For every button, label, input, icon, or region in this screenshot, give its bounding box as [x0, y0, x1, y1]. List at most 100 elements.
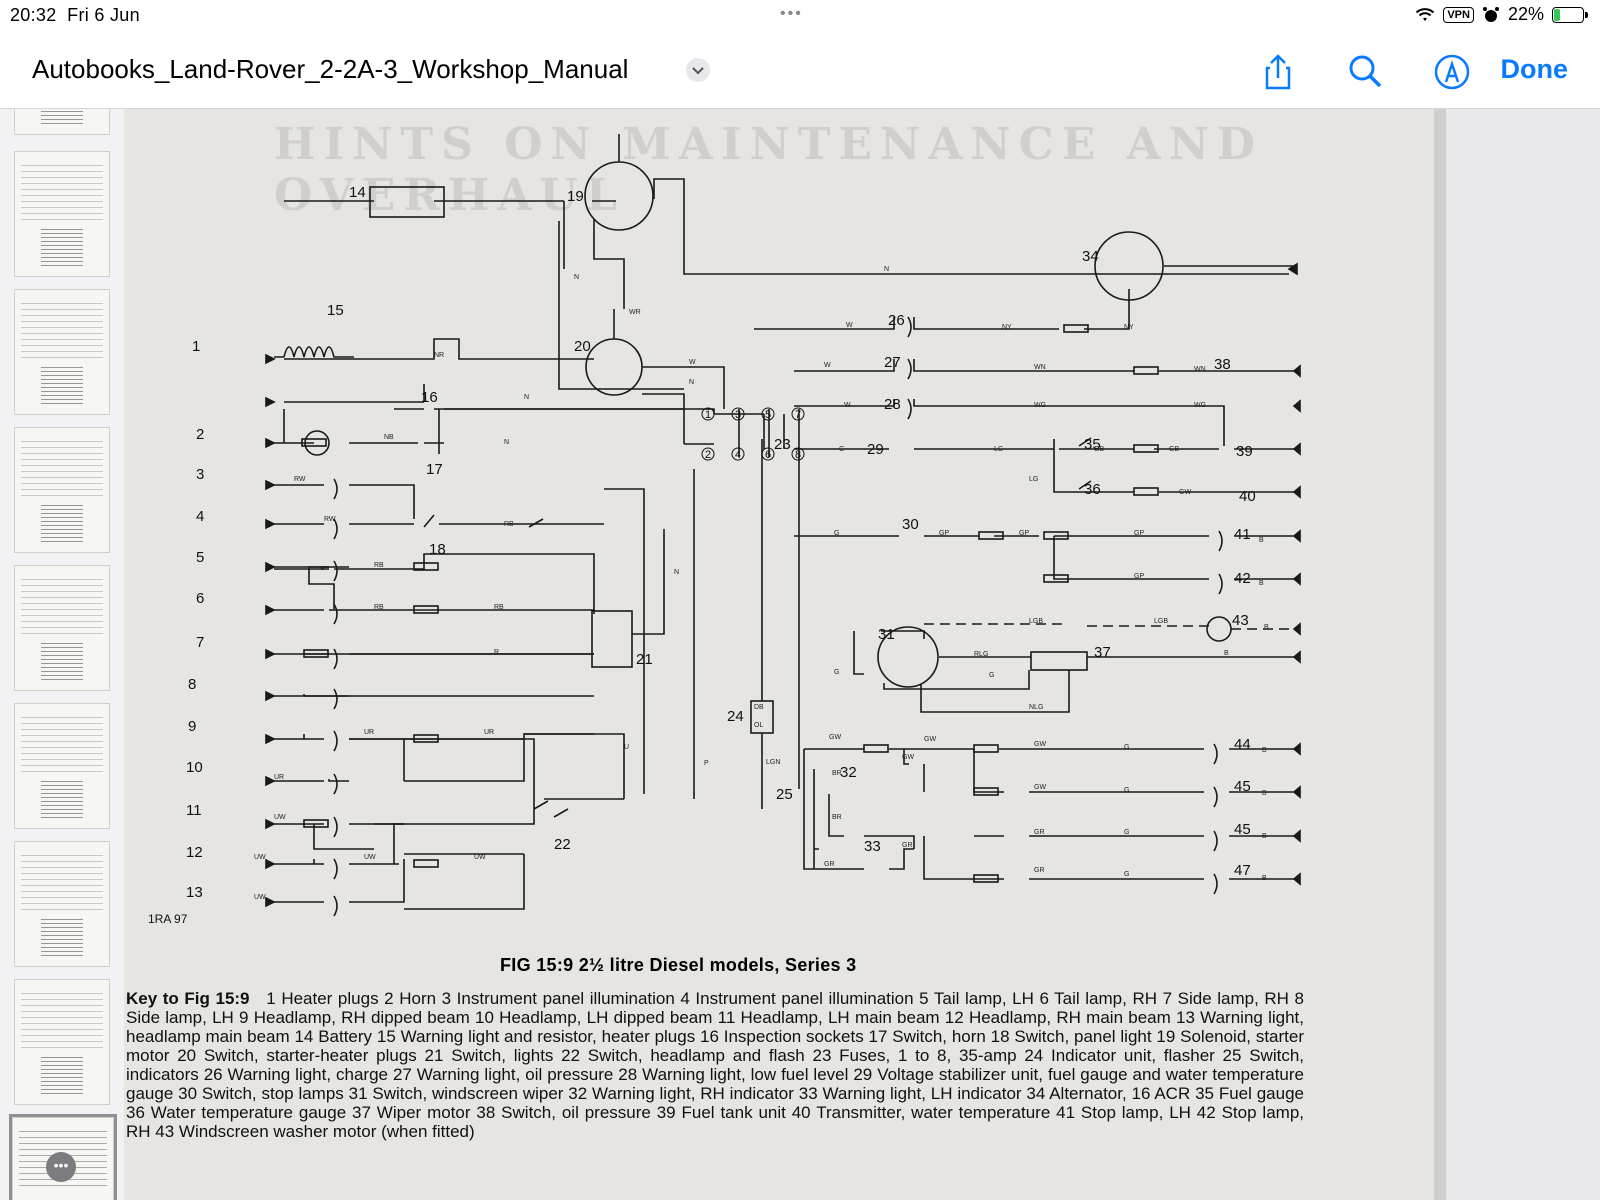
- svg-text:22: 22: [554, 836, 571, 853]
- figure-caption: FIG 15:9 2½ litre Diesel models, Series …: [500, 955, 857, 975]
- page-thumbnail-selected[interactable]: [9, 1114, 117, 1200]
- svg-text:WG: WG: [1034, 402, 1046, 409]
- svg-text:19: 19: [567, 188, 584, 205]
- page-thumbnail[interactable]: [14, 151, 110, 277]
- svg-text:25: 25: [776, 786, 793, 803]
- svg-text:38: 38: [1214, 356, 1231, 373]
- svg-text:15: 15: [327, 302, 344, 319]
- svg-text:45: 45: [1234, 821, 1251, 838]
- svg-text:30: 30: [902, 516, 919, 533]
- svg-text:47: 47: [1234, 862, 1251, 879]
- svg-text:N: N: [524, 394, 529, 401]
- svg-text:G: G: [839, 446, 844, 453]
- svg-text:44: 44: [1234, 736, 1251, 753]
- svg-text:W: W: [846, 322, 853, 329]
- svg-text:GW: GW: [1034, 784, 1046, 791]
- svg-text:12: 12: [186, 844, 203, 861]
- page-thumbnail[interactable]: [14, 565, 110, 691]
- svg-text:27: 27: [884, 354, 901, 371]
- svg-text:1: 1: [192, 338, 200, 355]
- svg-text:LGB: LGB: [1029, 618, 1043, 625]
- svg-text:LG: LG: [1029, 476, 1038, 483]
- svg-text:RB: RB: [504, 521, 514, 528]
- svg-text:RB: RB: [494, 604, 504, 611]
- page-thumbnail-sidebar[interactable]: [0, 109, 124, 1200]
- status-bar: 20:32 Fri 6 Jun ••• VPN 22%: [0, 0, 1600, 34]
- svg-text:W: W: [689, 359, 696, 366]
- multitasking-dots-icon[interactable]: •••: [780, 5, 803, 22]
- svg-text:N: N: [689, 379, 694, 386]
- svg-text:18: 18: [429, 541, 446, 558]
- svg-text:5: 5: [196, 549, 204, 566]
- page-thumbnail[interactable]: [14, 289, 110, 415]
- svg-text:GB: GB: [1094, 446, 1104, 453]
- svg-text:NR: NR: [434, 352, 444, 359]
- search-icon[interactable]: [1345, 52, 1385, 92]
- page-thumbnail[interactable]: [14, 109, 110, 135]
- svg-text:4: 4: [735, 449, 741, 461]
- svg-text:GB: GB: [1169, 446, 1179, 453]
- svg-text:24: 24: [727, 708, 744, 725]
- done-button[interactable]: Done: [1500, 54, 1569, 84]
- svg-text:B: B: [1262, 790, 1267, 797]
- svg-text:21: 21: [636, 651, 653, 668]
- svg-text:GR: GR: [1034, 829, 1045, 836]
- svg-text:2: 2: [705, 449, 711, 461]
- page-thumbnail[interactable]: [14, 703, 110, 829]
- svg-text:G: G: [989, 672, 994, 679]
- svg-text:UW: UW: [474, 854, 486, 861]
- status-indicators: VPN 22%: [1415, 4, 1588, 25]
- svg-text:40: 40: [1239, 488, 1256, 505]
- wifi-icon: [1416, 7, 1435, 21]
- svg-text:DB: DB: [754, 704, 764, 711]
- svg-text:BR: BR: [832, 770, 842, 777]
- svg-text:13: 13: [186, 884, 203, 901]
- svg-text:B: B: [1264, 624, 1269, 631]
- svg-text:B: B: [1262, 747, 1267, 754]
- battery-icon: [1552, 6, 1588, 23]
- svg-text:29: 29: [867, 441, 884, 458]
- document-title[interactable]: Autobooks_Land-Rover_2-2A-3_Workshop_Man…: [32, 54, 629, 84]
- svg-text:N: N: [574, 274, 579, 281]
- page-thumbnail[interactable]: [14, 841, 110, 967]
- svg-text:26: 26: [888, 312, 905, 329]
- svg-text:N: N: [504, 439, 509, 446]
- vpn-badge: VPN: [1443, 6, 1474, 23]
- battery-level: [1554, 8, 1560, 21]
- svg-text:20: 20: [574, 338, 591, 355]
- svg-text:9: 9: [188, 718, 196, 735]
- alarm-icon: [1482, 6, 1499, 22]
- document-viewer[interactable]: HINTS ON MAINTENANCE AND OVERHAUL: [124, 109, 1600, 1200]
- page-thumbnail[interactable]: [14, 427, 110, 553]
- svg-text:R: R: [494, 649, 499, 656]
- figure-key: Key to Fig 15:9 1 Heater plugs 2 Horn 3 …: [126, 989, 1304, 1141]
- svg-text:G: G: [1124, 787, 1129, 794]
- svg-text:45: 45: [1234, 778, 1251, 795]
- svg-text:8: 8: [795, 449, 801, 461]
- svg-text:5: 5: [765, 409, 771, 421]
- share-icon[interactable]: [1258, 52, 1298, 92]
- svg-text:RB: RB: [374, 604, 384, 611]
- svg-text:11: 11: [186, 802, 202, 819]
- svg-text:P: P: [704, 760, 709, 767]
- svg-text:GR: GR: [1034, 867, 1045, 874]
- svg-text:41: 41: [1234, 526, 1251, 543]
- svg-text:43: 43: [1232, 612, 1249, 629]
- svg-text:6: 6: [765, 449, 771, 461]
- svg-text:G: G: [1124, 871, 1129, 878]
- chevron-down-icon[interactable]: [686, 58, 710, 82]
- svg-text:UR: UR: [484, 729, 494, 736]
- svg-text:10: 10: [186, 759, 203, 776]
- svg-text:GW: GW: [1179, 489, 1191, 496]
- svg-text:32: 32: [840, 764, 857, 781]
- svg-text:NY: NY: [1124, 324, 1134, 331]
- svg-text:GW: GW: [829, 734, 841, 741]
- more-options-icon[interactable]: •••: [46, 1152, 76, 1182]
- svg-text:UW: UW: [254, 894, 266, 901]
- page-thumbnail[interactable]: [14, 979, 110, 1105]
- svg-text:OL: OL: [754, 722, 763, 729]
- svg-text:3: 3: [196, 466, 204, 483]
- markup-icon[interactable]: [1432, 52, 1472, 92]
- svg-text:LGB: LGB: [1154, 618, 1168, 625]
- svg-text:6: 6: [196, 590, 204, 607]
